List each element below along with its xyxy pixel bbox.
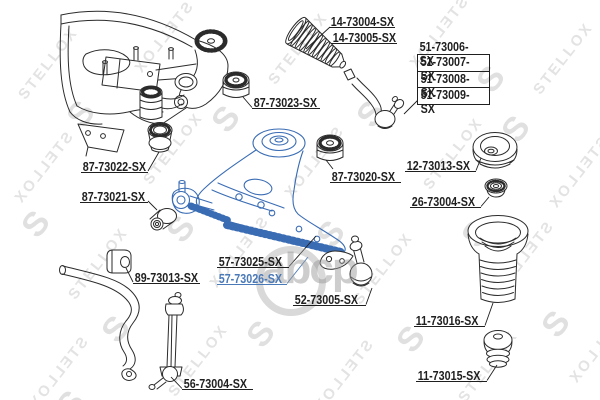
label-89-73013-sx: 89-73013-SX bbox=[133, 270, 200, 285]
sway-bar-bushing-drawing bbox=[106, 249, 132, 274]
label-51-73006-sx: 51-73006-SX bbox=[417, 40, 490, 68]
label-51-73009-sx: 51-73009-SX bbox=[417, 88, 490, 116]
label-56-73004-sx: 56-73004-SX bbox=[182, 375, 253, 391]
label-57-73025-sx: 57-73025-SX bbox=[217, 253, 289, 269]
bushing-87-73020-drawing bbox=[316, 134, 344, 161]
label-51-73007-sx: 51-73007-SX bbox=[417, 55, 490, 83]
label-87-73020-sx: 87-73020-SX bbox=[330, 168, 401, 184]
bushing-87-73023-drawing bbox=[222, 71, 250, 98]
label-14-73004-sx: 14-73004-SX bbox=[329, 15, 395, 29]
label-12-73013-sx: 12-73013-SX bbox=[405, 157, 476, 173]
label-87-73022-sx: 87-73022-SX bbox=[81, 159, 148, 174]
steering-boot-drawing bbox=[285, 16, 347, 69]
label-87-73023-sx: 87-73023-SX bbox=[252, 94, 320, 110]
sway-bar-drawing bbox=[59, 265, 140, 381]
label-26-73004-sx: 26-73004-SX bbox=[410, 193, 481, 209]
label-11-73016-sx: 11-73016-SX bbox=[414, 312, 485, 328]
subframe-drawing bbox=[59, 10, 229, 157]
leader-lines bbox=[125, 26, 498, 389]
ball-joint-drawing bbox=[319, 235, 373, 287]
bushing-87-73022-drawing bbox=[147, 122, 173, 153]
tie-rod-end-drawing bbox=[343, 68, 405, 129]
stabilizer-link-drawing bbox=[148, 292, 184, 390]
label-51-73008-sx: 51-73008-SX bbox=[417, 71, 490, 100]
label-52-73005-sx: 52-73005-SX bbox=[293, 291, 366, 307]
tie-rod-end-label-group: 51-73006-SX 51-73007-SX 51-73008-SX 51-7… bbox=[417, 40, 490, 116]
dust-boot-drawing bbox=[467, 215, 529, 303]
bushing-87-73021-drawing bbox=[149, 208, 177, 231]
label-87-73021-sx: 87-73021-SX bbox=[80, 188, 148, 204]
label-11-73015-sx: 11-73015-SX bbox=[416, 367, 487, 383]
strut-bearing-drawing bbox=[484, 178, 508, 198]
label-14-73005-sx: 14-73005-SX bbox=[331, 31, 397, 45]
bump-stop-drawing bbox=[483, 330, 513, 368]
label-57-73026-sx-highlighted[interactable]: 57-73026-SX bbox=[217, 270, 287, 286]
